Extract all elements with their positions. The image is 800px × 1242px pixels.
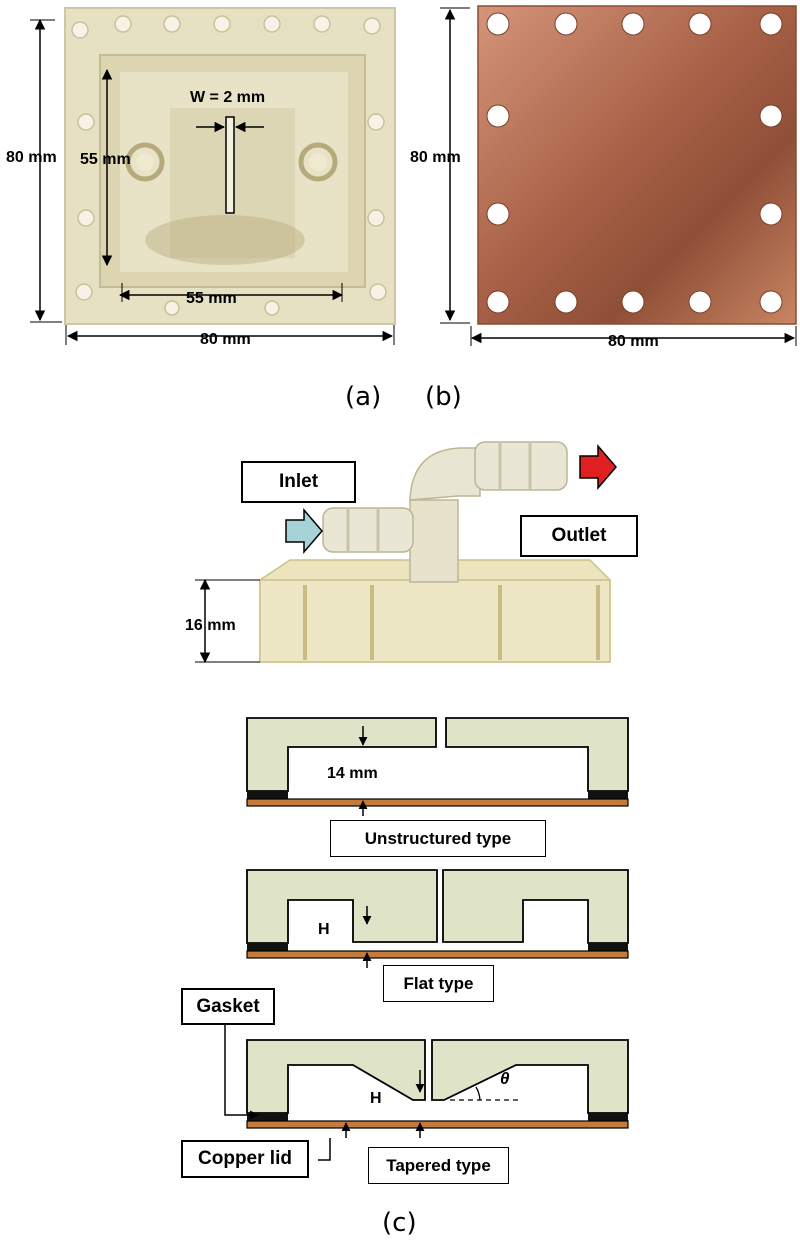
unstructured-dim-label: 14 mm [327, 765, 378, 782]
inlet-label: Inlet [241, 461, 356, 503]
panel-a-inner-height-label: 55 mm [80, 151, 131, 168]
flat-section [246, 869, 629, 968]
tapered-section [246, 1039, 629, 1138]
outlet-label: Outlet [520, 515, 638, 557]
flat-h-label: H [318, 921, 330, 938]
block-height-label: 16 mm [185, 617, 236, 634]
panel-a-height-label: 80 mm [6, 149, 57, 166]
panel-a-inner-width-label: 55 mm [186, 290, 237, 307]
tapered-type-label: Tapered type [368, 1147, 509, 1184]
unstructured-type-label: Unstructured type [330, 820, 546, 857]
flat-type-label: Flat type [383, 965, 494, 1002]
panel-b-photo: 80 mm 80 mm [410, 5, 797, 350]
caption-c: (c) [382, 1208, 417, 1238]
panel-a-width-label: 80 mm [200, 331, 251, 348]
panel-b-width-label: 80 mm [608, 333, 659, 350]
copper-lid-label: Copper lid [181, 1140, 309, 1178]
tapered-h-label: H [370, 1090, 382, 1107]
unstructured-section [246, 717, 629, 816]
panel-a-photo: 80 mm 80 mm 55 mm 55 mm W = 2 mm [6, 7, 396, 348]
gasket-label: Gasket [181, 988, 275, 1025]
panel-b-height-label: 80 mm [410, 149, 461, 166]
caption-a: (a) [345, 382, 382, 412]
caption-b: (b) [425, 382, 462, 412]
cross-sections: 14 mm H H θ [224, 717, 629, 1161]
panel-a-gap-label: W = 2 mm [190, 89, 265, 106]
theta-label: θ [500, 1069, 510, 1088]
cooling-block-photo: 16 mm [185, 441, 617, 664]
